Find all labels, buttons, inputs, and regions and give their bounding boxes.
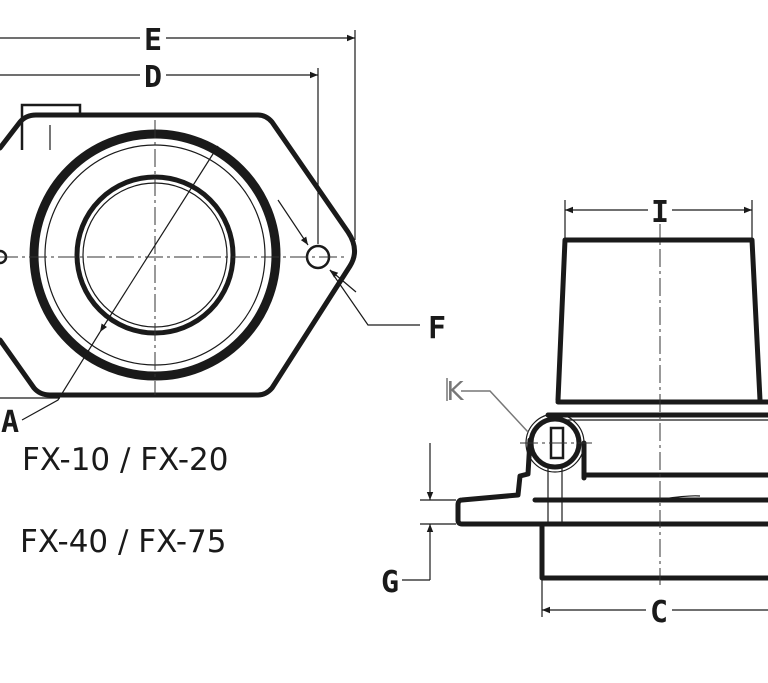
cone-body [555, 237, 763, 403]
f-leader [329, 269, 420, 326]
flange-outline [0, 112, 357, 398]
dimension-label-e: E [144, 23, 162, 58]
a-dimension-line [99, 145, 219, 333]
model-label-fx10-fx20: FX-10 / FX-20 [22, 442, 228, 478]
dimension-label-d: D [144, 60, 162, 95]
f-arrow-lower [329, 269, 357, 293]
a-leader [21, 331, 101, 421]
f-arrow-upper [277, 199, 309, 246]
dimension-label-f: F [428, 311, 446, 346]
side-view: I K G C [381, 195, 768, 630]
dimension-label-a: A [1, 405, 19, 440]
dimension-label-k: K [446, 377, 464, 407]
base-step [455, 437, 768, 527]
dimension-label-i: I [651, 195, 669, 230]
lower-body [539, 522, 768, 581]
model-label-fx40-fx75: FX-40 / FX-75 [20, 524, 226, 560]
seal-line [661, 495, 701, 500]
dimension-label-g: G [381, 565, 399, 600]
top-view: E D A F [0, 23, 446, 440]
k-leader [461, 390, 529, 433]
hinge-housing [581, 440, 768, 481]
flange-tab [20, 103, 82, 150]
dimension-label-c: C [650, 595, 668, 630]
